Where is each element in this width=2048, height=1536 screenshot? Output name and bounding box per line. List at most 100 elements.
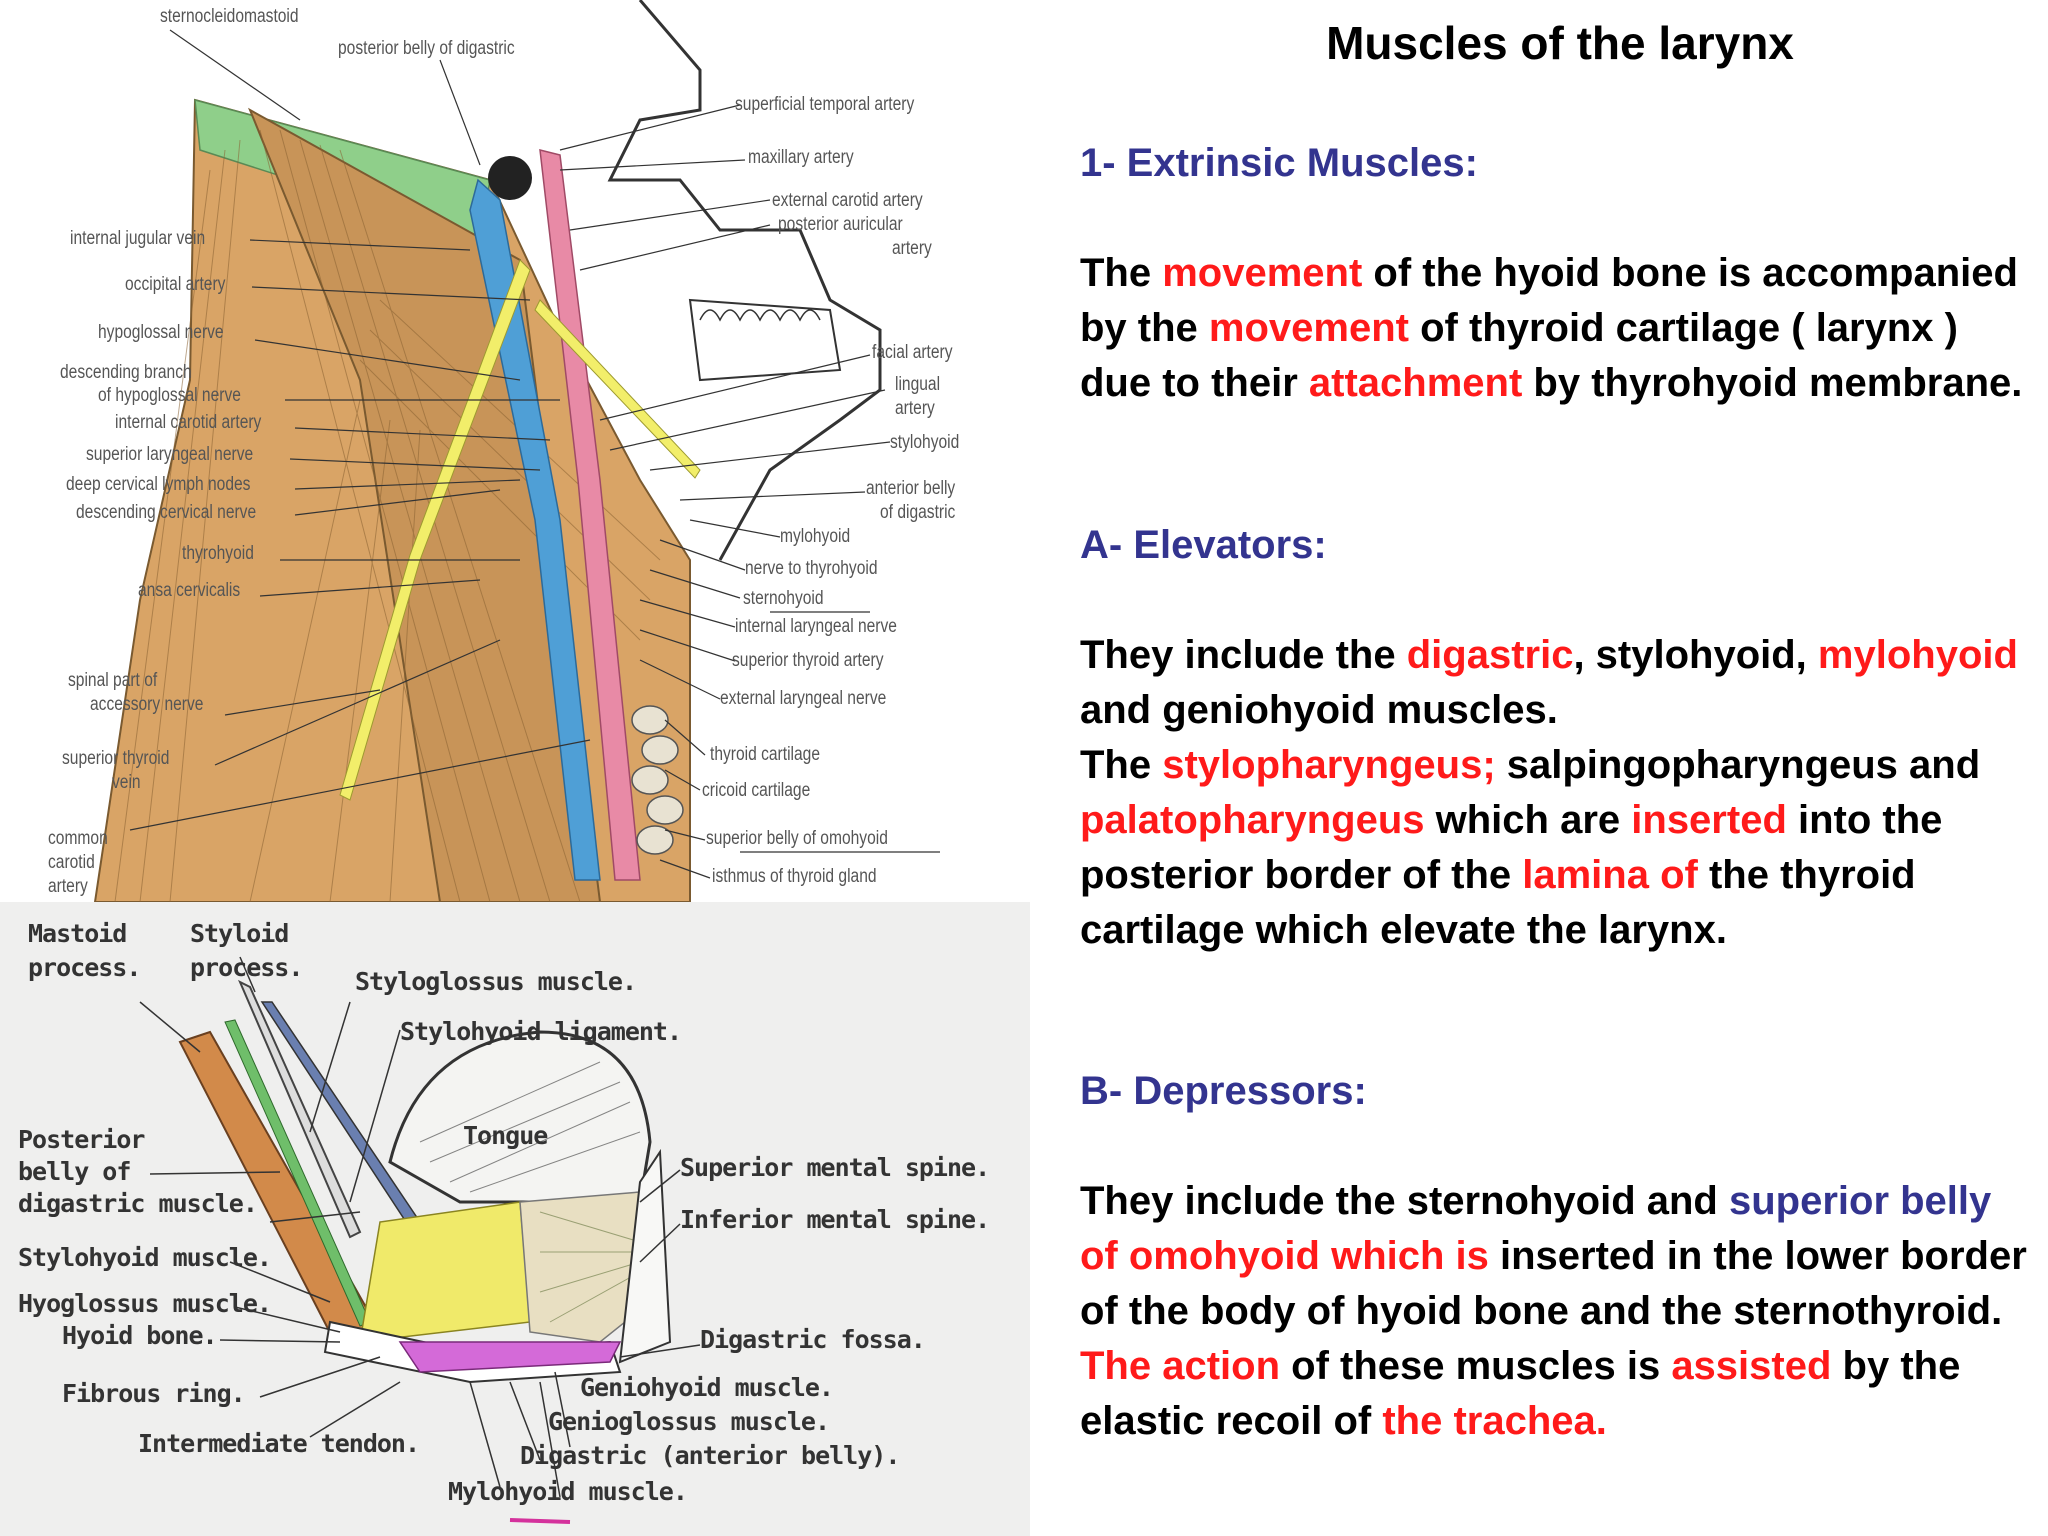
hyoid-muscles-drawing	[139, 956, 701, 1524]
label-mylohyoid: mylohyoid	[780, 526, 851, 547]
label-posterior-auricular-artery: artery	[892, 238, 932, 259]
label-maxillary-artery: maxillary artery	[748, 147, 854, 168]
label-descending-branch: descending branch	[60, 362, 192, 383]
label-stylohyoid-ligament: Stylohyoid ligament.	[400, 1017, 682, 1046]
label-facial-artery: facial artery	[872, 342, 953, 363]
highlight-movement: movement	[1162, 251, 1363, 295]
hyoid-muscles-illustration: Mastoid process. Styloid process. Stylog…	[0, 902, 1030, 1536]
label-digastric-fossa: Digastric fossa.	[700, 1325, 926, 1354]
label-external-carotid-artery: external carotid artery	[772, 190, 923, 211]
heading-elevators: A- Elevators:	[1080, 523, 1327, 567]
page-title: Muscles of the larynx	[1326, 17, 1794, 69]
label-cricoid-cartilage: cricoid cartilage	[702, 780, 811, 801]
label-inferior-mental-spine: Inferior mental spine.	[680, 1205, 990, 1234]
label-styloglossus-muscle: Styloglossus muscle.	[355, 967, 637, 996]
label-nerve-to-thyrohyoid: nerve to thyrohyoid	[745, 558, 878, 579]
label-vein: vein	[112, 772, 141, 793]
label-common: common	[48, 828, 108, 849]
label-styloid-process: process.	[190, 953, 303, 982]
text-run: They include the sternohyoid and	[1080, 1179, 1729, 1223]
label-hypoglossal-nerve: hypoglossal nerve	[98, 322, 224, 343]
paragraph-elevators: They include the digastric, stylohyoid, …	[1080, 628, 2040, 958]
label-belly-of: belly of	[18, 1157, 131, 1186]
highlight-superior-belly: superior belly	[1728, 1179, 1992, 1223]
label-accessory-nerve: accessory nerve	[90, 694, 204, 715]
text-run: and geniohyoid muscles.	[1080, 688, 1558, 732]
label-superior-laryngeal-nerve: superior laryngeal nerve	[86, 444, 254, 465]
text-run: The	[1080, 743, 1163, 787]
label-digastric-anterior-belly: Digastric (anterior belly).	[520, 1441, 900, 1470]
label-ansa-cervicalis: ansa cervicalis	[138, 580, 241, 601]
text-run: of thyroid cartilage ( larynx ) due to t…	[1080, 306, 1958, 405]
label-internal-jugular-vein: internal jugular vein	[70, 228, 206, 249]
text-run: by the elastic recoil of	[1080, 1344, 1961, 1443]
label-posterior-auricular: posterior auricular	[778, 214, 903, 235]
neck-anatomy-drawing	[93, 0, 940, 902]
label-stylohyoid-muscle: Stylohyoid muscle.	[18, 1243, 272, 1272]
highlight-mylohyoid: mylohyoid	[1817, 633, 2018, 677]
label-sternocleidomastoid: sternocleidomastoid	[160, 6, 299, 27]
label-superior-thyroid-artery: superior thyroid artery	[732, 650, 884, 671]
highlight-stylopharyngeus: stylopharyngeus;	[1162, 743, 1496, 787]
label-genioglossus-muscle: Genioglossus muscle.	[548, 1407, 830, 1436]
text-run: by thyrohyoid membrane.	[1522, 361, 2023, 405]
label-superior-thyroid: superior thyroid	[62, 748, 170, 769]
label-internal-carotid-artery: internal carotid artery	[115, 412, 262, 433]
paragraph-movement: The movement of the hyoid bone is accomp…	[1080, 246, 2040, 411]
highlight-attachment: attachment	[1308, 361, 1523, 405]
label-superior-mental-spine: Superior mental spine.	[680, 1153, 990, 1182]
label-of-digastric: of digastric	[880, 502, 956, 523]
label-lingual-artery: artery	[895, 398, 935, 419]
label-hyoglossus-muscle: Hyoglossus muscle.	[18, 1289, 272, 1318]
label-hyoid-bone: Hyoid bone.	[62, 1321, 218, 1350]
label-deep-cervical-lymph-nodes: deep cervical lymph nodes	[66, 474, 251, 495]
label-thyrohyoid: thyrohyoid	[182, 543, 254, 564]
highlight-palatopharyngeus: palatopharyngeus	[1080, 798, 1425, 842]
label-superior-belly-omohyoid: superior belly of omohyoid	[706, 828, 888, 849]
text-run: They include the	[1080, 633, 1407, 677]
label-intermediate-tendon: Intermediate tendon.	[138, 1429, 420, 1458]
label-occipital-artery: occipital artery	[125, 274, 226, 295]
heading-depressors: B- Depressors:	[1080, 1069, 1367, 1113]
highlight-the-trachea: the trachea.	[1382, 1399, 1607, 1443]
label-sternohyoid: sternohyoid	[743, 588, 824, 609]
label-isthmus-thyroid-gland: isthmus of thyroid gland	[712, 866, 877, 887]
label-mastoid: Mastoid	[28, 919, 127, 948]
text-run: of the hyoid bone is accompanied by the	[1080, 251, 2018, 350]
label-superficial-temporal-artery: superficial temporal artery	[735, 94, 915, 115]
label-fibrous-ring: Fibrous ring.	[62, 1379, 246, 1408]
label-carotid: carotid	[48, 852, 95, 873]
label-internal-laryngeal-nerve: internal laryngeal nerve	[735, 616, 897, 637]
label-styloid: Styloid	[190, 919, 289, 948]
heading-extrinsic-muscles: 1- Extrinsic Muscles:	[1080, 141, 1478, 185]
label-mastoid-process: process.	[28, 953, 141, 982]
label-mylohyoid-muscle: Mylohyoid muscle.	[448, 1477, 688, 1506]
highlight-lamina-of: lamina of	[1522, 853, 1698, 897]
label-geniohyoid-muscle: Geniohyoid muscle.	[580, 1373, 834, 1402]
text-run: of these muscles is	[1280, 1344, 1672, 1388]
highlight-movement: movement	[1208, 306, 1409, 350]
label-stylohyoid: stylohyoid	[890, 432, 960, 453]
text-run: into the posterior border of the	[1080, 798, 1943, 897]
label-descending-cervical-nerve: descending cervical nerve	[76, 502, 257, 523]
text-run: salpingopharyngeus and	[1495, 743, 1981, 787]
label-of-hypoglossal-nerve: of hypoglossal nerve	[98, 385, 241, 406]
highlight-assisted: assisted	[1671, 1344, 1832, 1388]
text-run: , stylohyoid,	[1573, 633, 1818, 677]
label-posterior-belly-digastric: posterior belly of digastric	[338, 38, 515, 59]
label-lingual: lingual	[895, 374, 941, 395]
label-spinal-part-of: spinal part of	[68, 670, 158, 691]
label-external-laryngeal-nerve: external laryngeal nerve	[720, 688, 887, 709]
label-thyroid-cartilage: thyroid cartilage	[710, 744, 820, 765]
label-anterior-belly: anterior belly	[866, 478, 956, 499]
highlight-of-omohyoid: of omohyoid which is	[1080, 1234, 1489, 1278]
text-run: The	[1080, 251, 1163, 295]
highlight-digastric: digastric	[1406, 633, 1574, 677]
paragraph-depressors: They include the sternohyoid and superio…	[1080, 1174, 2040, 1449]
text-run: which are	[1424, 798, 1632, 842]
label-tongue: Tongue	[463, 1121, 548, 1150]
text-run: inserted in the lower border of the body…	[1080, 1234, 2027, 1333]
label-artery: artery	[48, 876, 88, 897]
highlight-the-action: The action	[1080, 1344, 1281, 1388]
text-run: the thyroid cartilage which elevate the …	[1080, 853, 1916, 952]
